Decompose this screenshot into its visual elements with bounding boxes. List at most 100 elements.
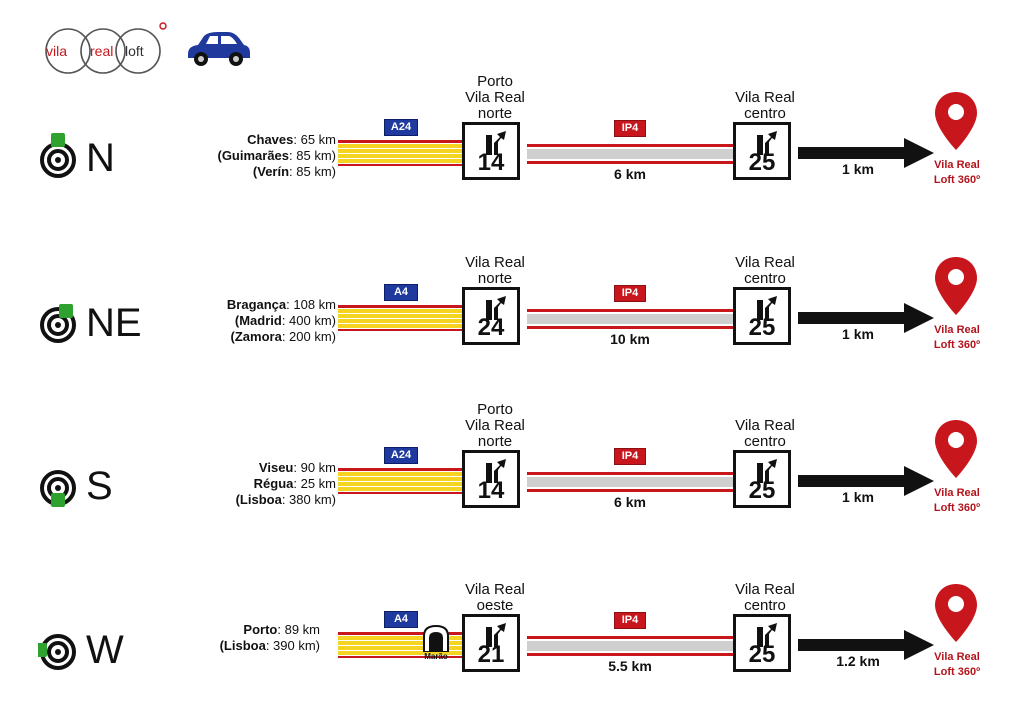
- origin-distances: Chaves: 65 km(Guimarães: 85 km)(Verín: 8…: [196, 132, 336, 180]
- destination-line: Loft 360º: [933, 502, 981, 514]
- origin-line: Viseu: 90 km: [258, 460, 336, 475]
- logo-text-real: real: [90, 43, 113, 59]
- origin-line: (Zamora: 200 km): [230, 329, 336, 344]
- exit-arrow-icon: [757, 296, 777, 320]
- vila-real-loft-360-logo: vila real loft: [40, 18, 170, 78]
- ip-road-shield: IP4: [614, 285, 646, 302]
- location-pin-icon: [933, 255, 979, 315]
- direction-label: N: [86, 136, 115, 180]
- exit-sign: 14: [462, 450, 520, 508]
- exit-title-line: Vila Real: [735, 417, 795, 434]
- exit-title-line: Vila Real: [465, 581, 525, 598]
- origin-line: (Guimarães: 85 km): [217, 148, 336, 163]
- final-distance: 1 km: [842, 326, 874, 342]
- destination-line: Vila Real: [934, 324, 980, 336]
- exit-arrow-icon: [486, 296, 506, 320]
- exit-title-line: Vila Real: [735, 254, 795, 271]
- exit-sign: 21: [462, 614, 520, 672]
- origin-city: (Lisboa: [219, 638, 266, 653]
- origin-distances: Porto: 89 km(Lisboa: 390 km): [180, 622, 320, 654]
- final-distance: 1 km: [842, 161, 874, 177]
- segment-distance: 6 km: [614, 166, 646, 182]
- origin-line: Bragança: 108 km: [226, 297, 336, 312]
- origin-city: (Madrid: [234, 313, 282, 328]
- direction-arrow: [798, 138, 934, 173]
- origin-line: (Lisboa: 390 km): [219, 638, 320, 653]
- exit-number: 14: [477, 149, 505, 176]
- motorway-segment: [338, 305, 464, 331]
- direction-target-icon: [38, 132, 88, 182]
- exit-arrow-icon: [757, 623, 777, 647]
- segment-distance: 10 km: [610, 331, 650, 347]
- origin-city: (Guimarães: [217, 148, 290, 163]
- logo-text-vila: vila: [46, 43, 67, 59]
- exit-title-line: centro: [744, 270, 786, 287]
- ip-road-shield: IP4: [614, 120, 646, 137]
- location-pin-icon: [933, 90, 979, 150]
- exit-title-line: Porto: [477, 401, 513, 418]
- exit-title-line: norte: [477, 433, 513, 450]
- destination-line: Loft 360º: [933, 174, 981, 186]
- destination-line: Vila Real: [934, 487, 980, 499]
- location-pin-icon: [933, 582, 979, 642]
- exit-number: 21: [477, 641, 505, 668]
- final-distance: 1 km: [842, 489, 874, 505]
- directions-diagram: vila real loft N Chaves: 65 km(Guimarães:…: [0, 18, 1024, 678]
- exit-title-line: centro: [744, 105, 786, 122]
- segment-distance: 5.5 km: [608, 658, 652, 674]
- exit-arrow-icon: [486, 623, 506, 647]
- exit-sign: 25: [733, 287, 791, 345]
- segment-distance: 6 km: [614, 494, 646, 510]
- exit-number: 24: [477, 314, 505, 341]
- exit-title-line: norte: [477, 105, 513, 122]
- direction-label: W: [86, 628, 124, 672]
- exit-title-line: norte: [477, 270, 513, 287]
- exit-title-line: Porto: [477, 73, 513, 90]
- destination-line: Loft 360º: [933, 666, 981, 678]
- direction-arrow: [798, 630, 934, 665]
- origin-line: (Madrid: 400 km): [234, 313, 336, 328]
- ip-road-segment: [527, 636, 735, 656]
- exit-title-line: Vila Real: [735, 581, 795, 598]
- ip-road-segment: [527, 144, 735, 164]
- exit-sign: 25: [733, 122, 791, 180]
- direction-arrow: [798, 466, 934, 501]
- destination-line: Vila Real: [934, 159, 980, 171]
- exit-number: 14: [477, 477, 505, 504]
- origin-city: Régua: [253, 476, 294, 491]
- exit-number: 25: [748, 149, 776, 176]
- exit-title-line: oeste: [476, 597, 514, 614]
- direction-label: S: [86, 464, 113, 508]
- origin-city: (Verín: [252, 164, 290, 179]
- exit-number: 25: [748, 477, 776, 504]
- ip-road-segment: [527, 309, 735, 329]
- origin-city: Bragança: [226, 297, 287, 312]
- ip-road-shield: IP4: [614, 448, 646, 465]
- route-row: NE Bragança: 108 km(Madrid: 400 km)(Zamor…: [0, 235, 1024, 400]
- motorway-segment: [338, 468, 464, 494]
- tunnel-label: Marão: [424, 652, 448, 661]
- destination-line: Loft 360º: [933, 339, 981, 351]
- origin-line: (Verín: 85 km): [252, 164, 336, 179]
- exit-sign: 25: [733, 614, 791, 672]
- direction-target-icon: [33, 624, 88, 674]
- motorway-shield: A4: [384, 611, 418, 628]
- direction-label: NE: [86, 301, 142, 345]
- motorway-segment: [338, 140, 464, 166]
- exit-title-line: centro: [744, 433, 786, 450]
- origin-city: (Zamora: [230, 329, 282, 344]
- direction-arrow: [798, 303, 934, 338]
